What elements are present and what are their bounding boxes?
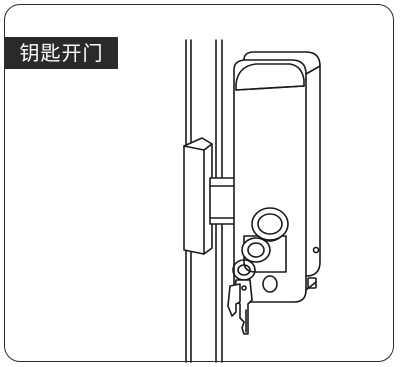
lock-cylinder [241,207,289,293]
key-set [227,259,256,335]
panel-label: 钥匙开门 [5,37,118,69]
interior-handle [183,137,213,255]
